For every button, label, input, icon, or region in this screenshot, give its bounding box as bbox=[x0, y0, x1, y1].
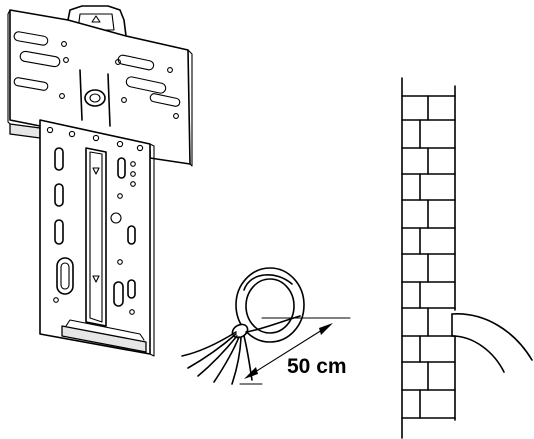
mounting-plate-icon bbox=[7, 5, 193, 357]
pipe-coil-icon: 50 cm bbox=[181, 267, 351, 385]
brick-wall-icon bbox=[401, 77, 533, 439]
dimension-label: 50 cm bbox=[287, 355, 347, 378]
